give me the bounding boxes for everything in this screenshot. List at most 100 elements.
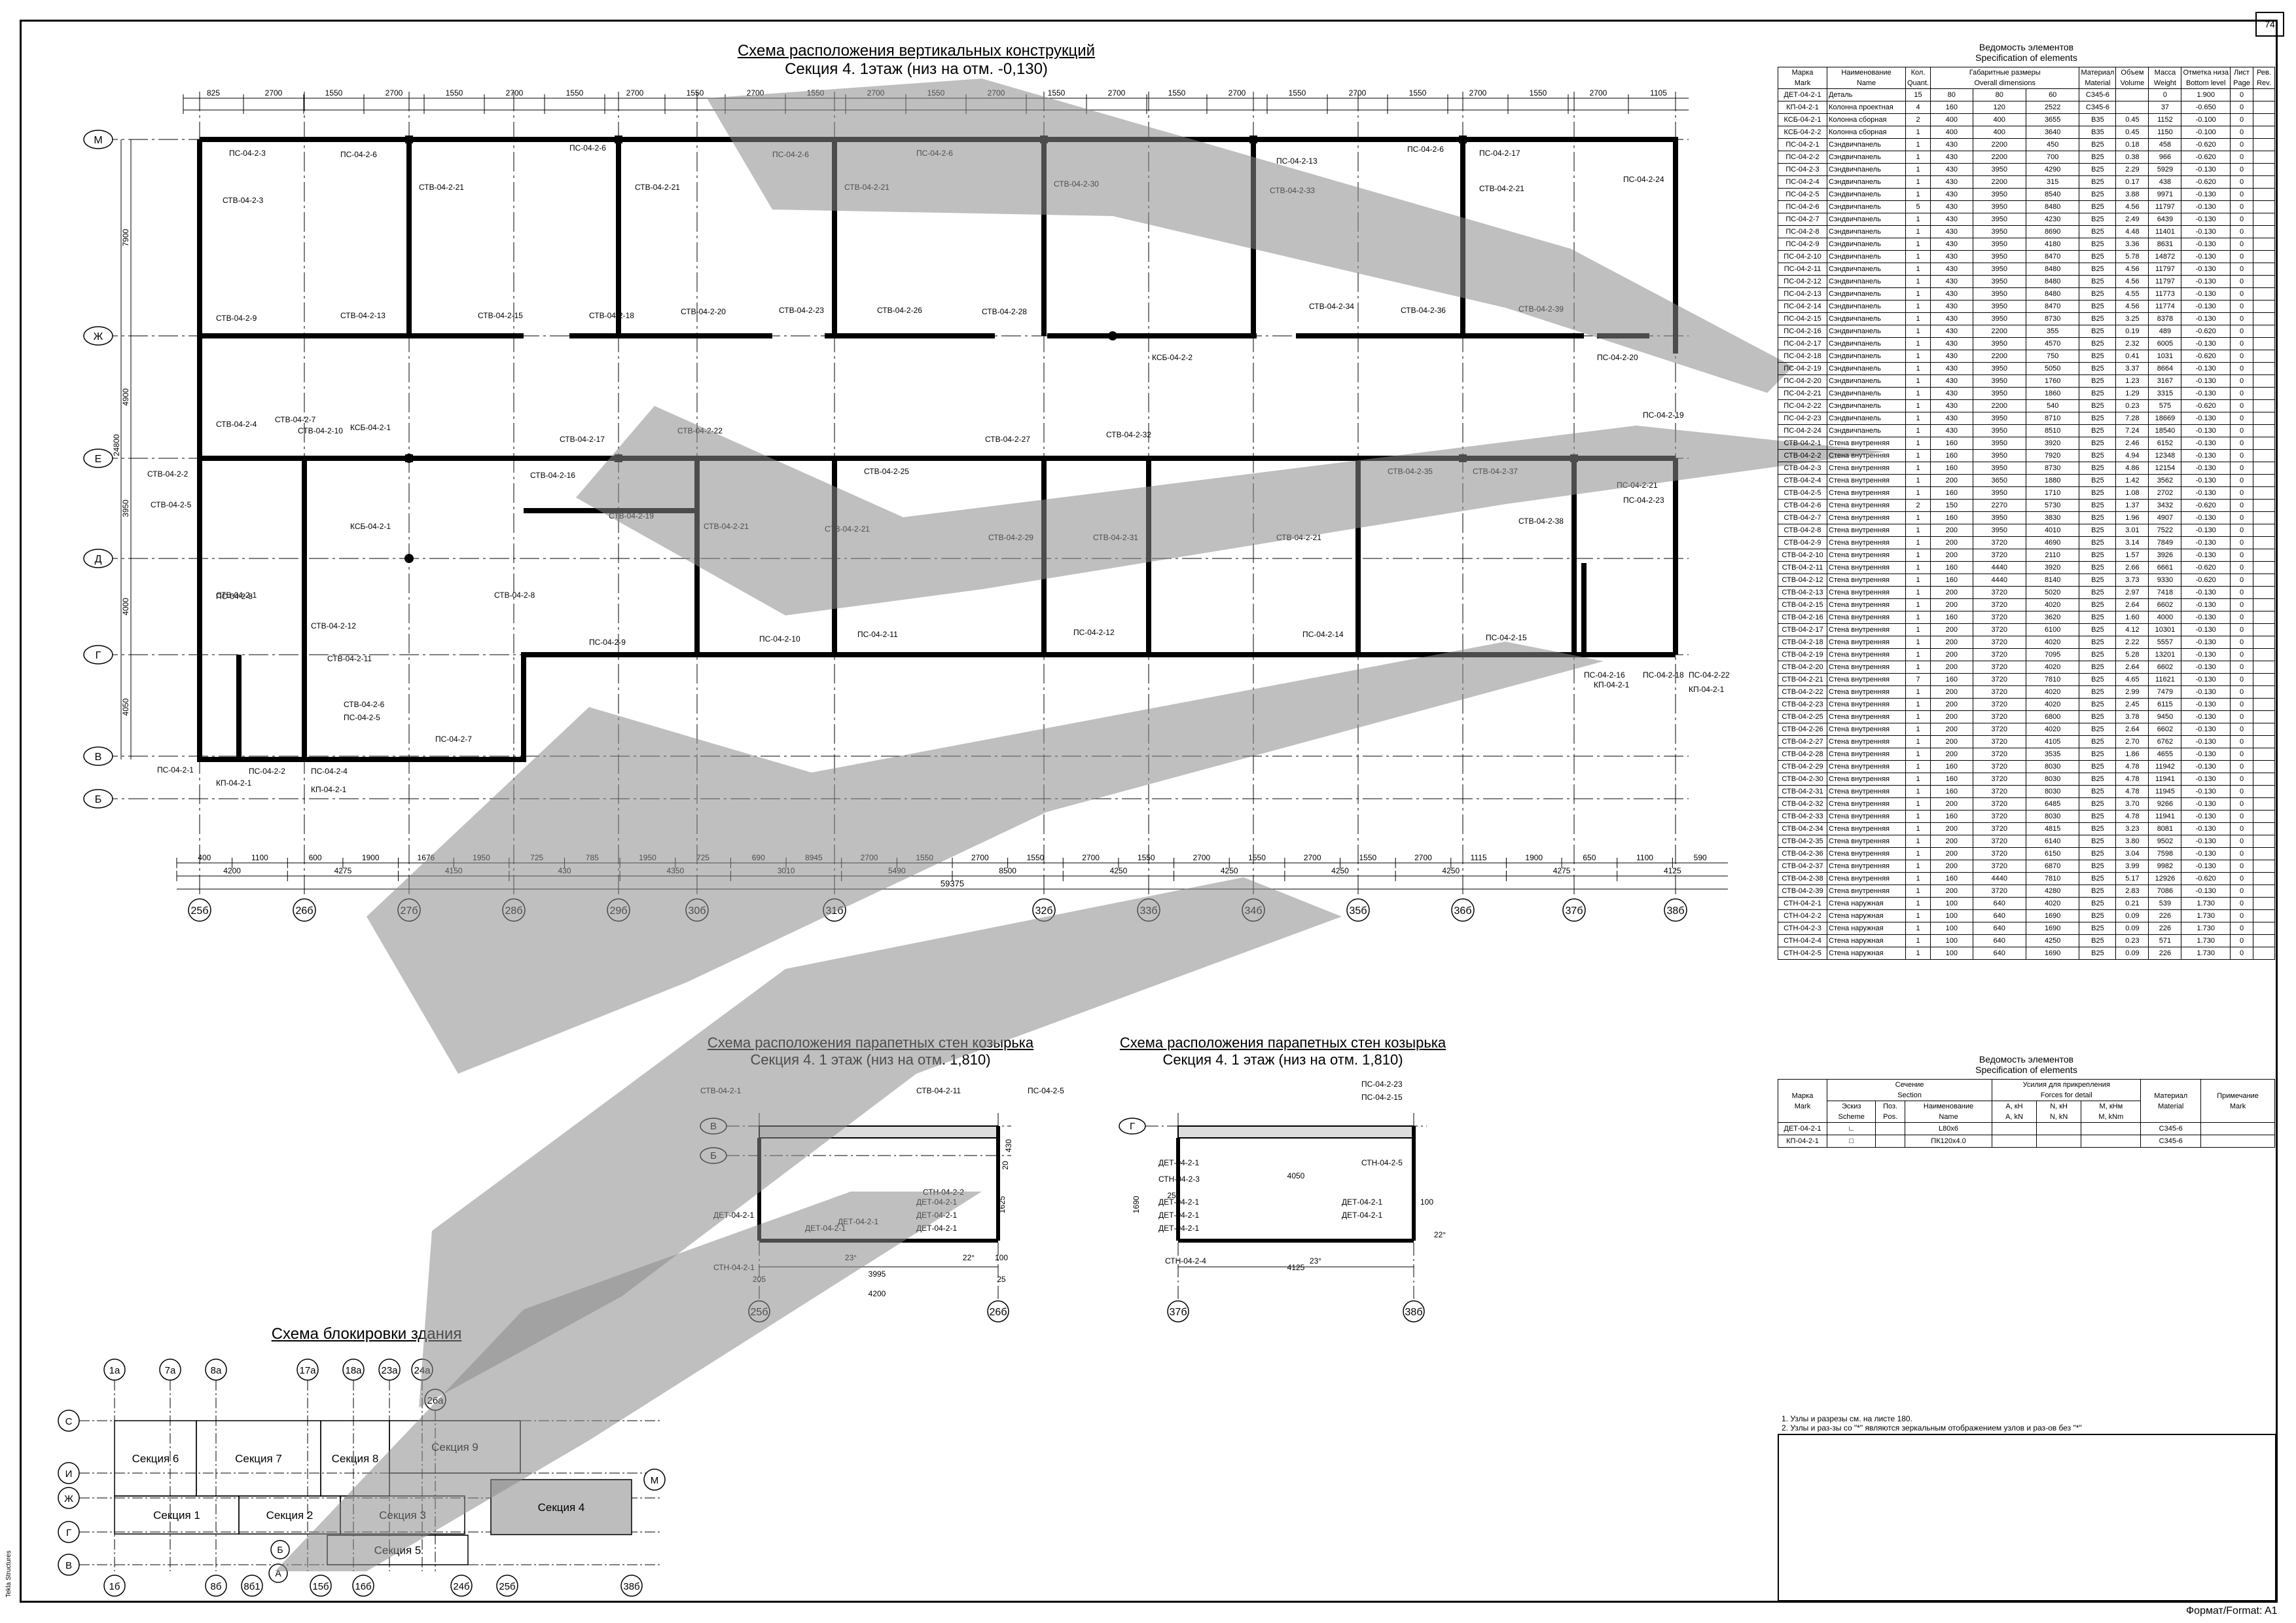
axis-label-column: 31б [826, 905, 844, 917]
spec-main-cell [2253, 88, 2275, 101]
bottom-dim-label: 785 [586, 853, 599, 862]
spec-main-cell: -0.130 [2181, 748, 2231, 761]
spec-main-cell: 1 [1905, 238, 1931, 251]
spec-main-cell: 355 [2025, 325, 2080, 338]
spec-main-cell [2253, 773, 2275, 786]
spec-main-cell: 4.48 [2115, 225, 2149, 238]
bottom-dim-label: 4250 [1331, 866, 1349, 875]
overall-dim-label: 59375 [941, 879, 964, 888]
left-dim-label: 4900 [121, 388, 130, 406]
spec-main-cell: 1 [1905, 151, 1931, 164]
wall-label: ПС-04-2-16 [1584, 670, 1625, 680]
spec-main-cell: 2 [1905, 113, 1931, 126]
wall-label: СТВ-04-2-32 [1106, 430, 1151, 439]
spec-main-cell: 4230 [2025, 213, 2080, 226]
spec-main-cell: 5 [1905, 200, 1931, 213]
spec-main-cell: 4655 [2148, 748, 2182, 761]
main-plan-title-line2: Секция 4. 1этаж (низ на отм. -0,130) [785, 60, 1048, 78]
spec-main-cell: 160 [1930, 760, 1973, 773]
wall-label: СТВ-04-2-21 [635, 183, 680, 192]
wall-label: ПС-04-2-6 [772, 150, 809, 159]
spec-main-cell: 1.96 [2115, 511, 2149, 524]
spec-main-cell: СТВ-04-2-26 [1778, 723, 1827, 736]
spec-main-cell: 1152 [2148, 113, 2182, 126]
spec-main-cell: 1 [1905, 735, 1931, 748]
spec-main-cell: 4020 [2025, 723, 2080, 736]
spec-main-cell: 0 [2230, 412, 2253, 425]
spec-main-cell: -0.130 [2181, 437, 2231, 450]
top-dim-label: 2700 [1469, 88, 1487, 98]
spec-main-cell: ПС-04-2-4 [1778, 175, 1827, 189]
spec-main-cell: Стена внутренняя [1827, 785, 1906, 798]
spec-main-cell: Сэндвичпанель [1827, 350, 1906, 363]
spec-main-cell: 4010 [2025, 524, 2080, 537]
spec-main-cell: Сэндвичпанель [1827, 263, 1906, 276]
spec-main-cell: 8631 [2148, 238, 2182, 251]
spec-main-cell: 1 [1905, 810, 1931, 823]
spec-main-cell: СТВ-04-2-39 [1778, 884, 1827, 898]
spec-main-cell: -0.620 [2181, 561, 2231, 574]
block-row-label: Б [277, 1544, 283, 1555]
block-row-label: С [65, 1416, 73, 1427]
spec-main-cell: Стена внутренняя [1827, 748, 1906, 761]
spec-main-cell: -0.130 [2181, 200, 2231, 213]
spec-main-cell: -0.620 [2181, 872, 2231, 885]
spec-main-cell [2253, 860, 2275, 873]
parapet-label: ДЕТ-04-2-1 [916, 1224, 957, 1233]
spec-main-cell: 5020 [2025, 586, 2080, 599]
block-section-label: Секция 8 [332, 1453, 379, 1465]
spec-main-cell: 4.56 [2115, 200, 2149, 213]
wall-label: СТВ-04-2-17 [560, 435, 605, 444]
spec-main-cell: ПС-04-2-12 [1778, 275, 1827, 288]
spec-main-cell: 3315 [2148, 387, 2182, 400]
spec-main-cell: Стена внутренняя [1827, 623, 1906, 636]
spec-main-cell: СТВ-04-2-18 [1778, 636, 1827, 649]
spec-main-cell: 4570 [2025, 337, 2080, 350]
spec-main-cell [2253, 797, 2275, 811]
spec-main-cell: 1 [1905, 213, 1931, 226]
page-number: 74 [2255, 12, 2284, 37]
spec-main-cell: 3720 [1972, 586, 2026, 599]
spec-main-cell: 0 [2230, 113, 2253, 126]
spec-main-title-line1: Ведомость элементов [1979, 42, 2074, 52]
spec-main-cell [2253, 362, 2275, 375]
wall-label: ПС-04-2-24 [1623, 175, 1664, 184]
spec-main-cell: B25 [2079, 163, 2117, 176]
spec-main-cell: B25 [2079, 860, 2117, 873]
spec-main-cell: Стена внутренняя [1827, 561, 1906, 574]
bottom-dim-label: 4250 [1221, 866, 1238, 875]
spec-main-cell: 1031 [2148, 350, 2182, 363]
spec-main-cell: СТВ-04-2-31 [1778, 785, 1827, 798]
spec-main-cell: 750 [2025, 350, 2080, 363]
spec-main-cell: 430 [1930, 399, 1973, 412]
spec-main-cell: B25 [2079, 611, 2117, 624]
spec-main-cell: 0 [2230, 611, 2253, 624]
axis-label-row: М [94, 135, 102, 146]
wall-label: ПС-04-2-6 [1407, 145, 1444, 154]
block-row-label: В [65, 1560, 72, 1571]
spec-main-cell: 3720 [1972, 648, 2026, 661]
wall-label: КСБ-04-2-2 [1152, 353, 1193, 362]
wall-label: ПС-04-2-7 [435, 735, 472, 744]
spec-main-cell: 3.14 [2115, 536, 2149, 549]
spec-main-cell: 0 [2230, 561, 2253, 574]
spec-main-cell: B25 [2079, 263, 2117, 276]
parapet-plan-1-title-line2: Секция 4. 1 этаж (низ на отм. 1,810) [750, 1051, 991, 1068]
parapet-dim-label: 23° [845, 1253, 857, 1262]
spec-main-cell: B25 [2079, 188, 2117, 201]
spec-main-header-rev: Рев.Rev. [2253, 67, 2275, 89]
spec-main-cell: СТВ-04-2-37 [1778, 860, 1827, 873]
spec-main-cell: B25 [2079, 200, 2117, 213]
axis-label-column: 25б [191, 905, 209, 917]
spec-main-cell: 0 [2230, 188, 2253, 201]
spec-main-cell: 0 [2230, 175, 2253, 189]
block-row-label: И [65, 1468, 73, 1480]
spec-main-cell: 160 [1930, 810, 1973, 823]
